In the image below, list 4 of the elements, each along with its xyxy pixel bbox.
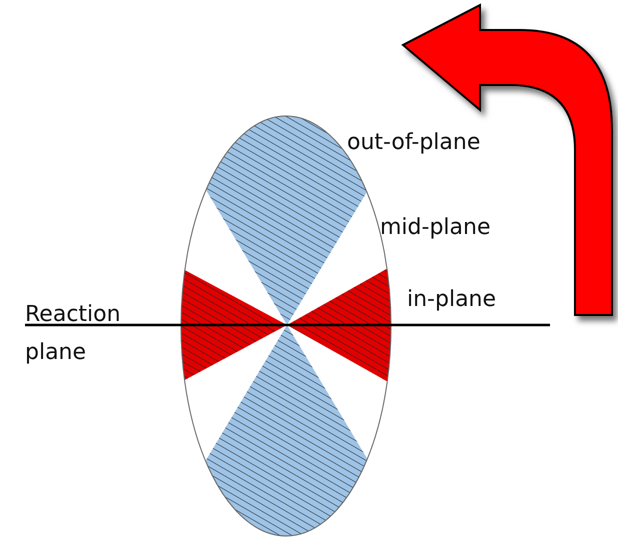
plane-label: Reaction plane <box>25 301 122 367</box>
region-label: in-plane <box>407 287 496 313</box>
region-label: out-of-plane <box>347 130 480 156</box>
region-label: mid-plane <box>380 215 490 241</box>
